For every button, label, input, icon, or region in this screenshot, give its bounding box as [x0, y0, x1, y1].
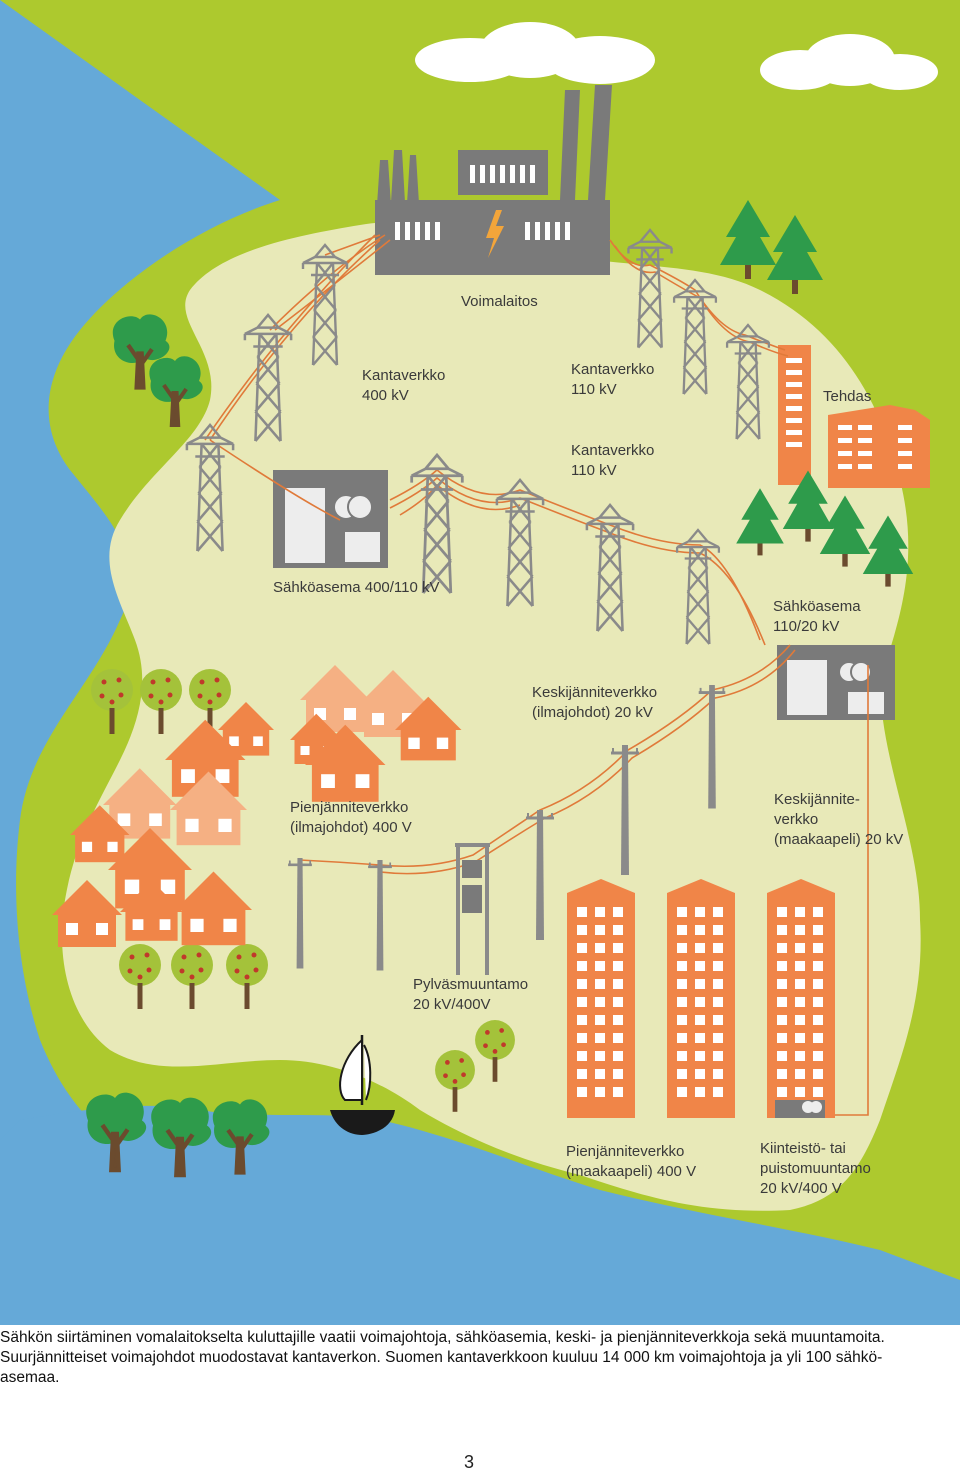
substation-110-20	[777, 645, 895, 720]
caption-line-2: Suurjännitteiset voimajohdot muodostavat…	[0, 1348, 955, 1368]
label-low-overhead: Pienjänniteverkko (ilmajohdot) 400 V	[290, 798, 412, 838]
apartment-towers	[567, 879, 835, 1118]
power-grid-illustration	[0, 0, 960, 1325]
substation-400-110	[273, 470, 388, 568]
label-grid-110kv-top: Kantaverkko 110 kV	[571, 360, 654, 400]
caption: Sähkön siirtäminen vomalaitokselta kulut…	[0, 1328, 955, 1388]
label-medium-cable: Keskijännite- verkko (maakaapeli) 20 kV	[774, 790, 903, 850]
label-grid-110kv-mid: Kantaverkko 110 kV	[571, 441, 654, 481]
label-factory: Tehdas	[823, 387, 871, 407]
property-transformer	[775, 1100, 825, 1118]
label-property-transformer: Kiinteistö- tai puistomuuntamo 20 kV/400…	[760, 1139, 871, 1199]
label-substation-110-20: Sähköasema 110/20 kV	[773, 597, 861, 637]
label-medium-overhead: Keskijänniteverkko (ilmajohdot) 20 kV	[532, 683, 657, 723]
caption-line-1: Sähkön siirtäminen vomalaitokselta kulut…	[0, 1328, 955, 1348]
caption-line-3: asemaa.	[0, 1368, 955, 1388]
label-power-plant: Voimalaitos	[461, 292, 538, 312]
label-pole-transformer: Pylväsmuuntamo 20 kV/400V	[413, 975, 528, 1015]
label-substation-400-110: Sähköasema 400/110 kV	[273, 578, 440, 598]
label-low-cable: Pienjänniteverkko (maakaapeli) 400 V	[566, 1142, 696, 1182]
page-number: 3	[464, 1452, 474, 1473]
label-grid-400kv: Kantaverkko 400 kV	[362, 366, 445, 406]
